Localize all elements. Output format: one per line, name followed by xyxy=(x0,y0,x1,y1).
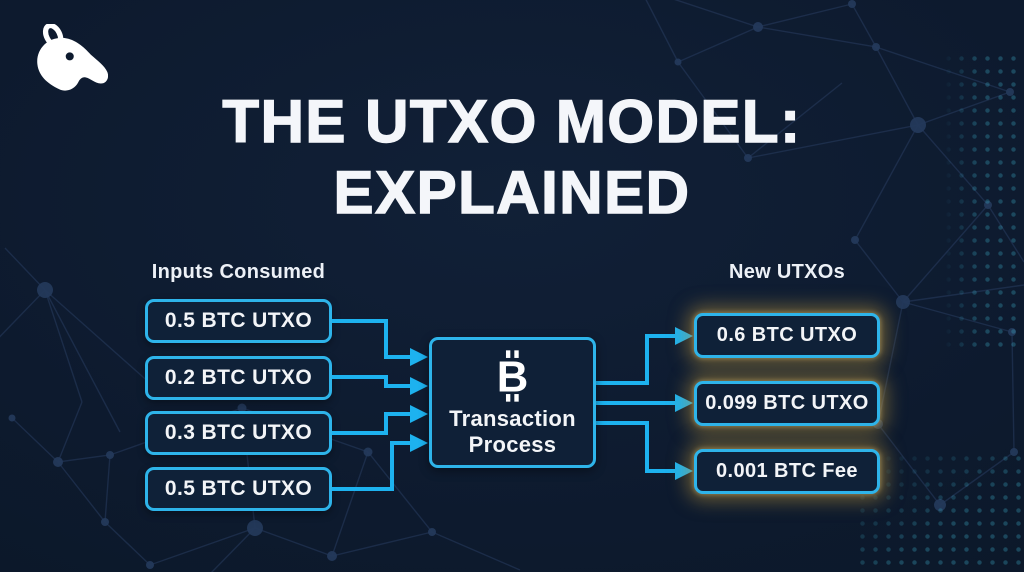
inputs-column-header: Inputs Consumed xyxy=(151,261,326,283)
input-utxo-label: 0.3 BTC UTXO xyxy=(164,421,313,444)
transaction-process-box: B Transaction Process xyxy=(429,337,596,468)
output-utxo-box-2: 0.099 BTC UTXO xyxy=(694,381,880,426)
title-line-2: EXPLAINED xyxy=(333,158,691,226)
process-label: Transaction Process xyxy=(449,406,576,458)
output-utxo-box-1: 0.6 BTC UTXO xyxy=(694,313,880,358)
title-line-1: THE UTXO MODEL: xyxy=(222,87,802,155)
pixel-dot-grid-bottom-right xyxy=(856,452,1024,572)
input-utxo-box-4: 0.5 BTC UTXO xyxy=(145,467,332,511)
bitcoin-icon: B xyxy=(496,350,528,402)
input-utxo-label: 0.5 BTC UTXO xyxy=(164,309,313,332)
output-utxo-label: 0.099 BTC UTXO xyxy=(705,392,869,414)
input-utxo-box-1: 0.5 BTC UTXO xyxy=(145,299,332,343)
network-nodes xyxy=(8,0,1018,569)
bitcoin-letter: B xyxy=(496,353,528,402)
input-utxo-label: 0.2 BTC UTXO xyxy=(164,366,313,389)
output-fee-box: 0.001 BTC Fee xyxy=(694,449,880,494)
input-utxo-box-2: 0.2 BTC UTXO xyxy=(145,356,332,400)
input-utxo-box-3: 0.3 BTC UTXO xyxy=(145,411,332,455)
input-utxo-label: 0.5 BTC UTXO xyxy=(164,477,313,500)
process-label-line-2: Process xyxy=(468,432,557,457)
page-title: THE UTXO MODEL: EXPLAINED xyxy=(0,86,1024,228)
pixel-dot-grid-top-right xyxy=(942,52,1024,347)
output-utxo-label: 0.6 BTC UTXO xyxy=(716,324,858,346)
tapir-logo-icon xyxy=(37,24,108,91)
process-label-line-1: Transaction xyxy=(449,406,576,431)
outputs-column-header: New UTXOs xyxy=(728,261,846,283)
output-fee-label: 0.001 BTC Fee xyxy=(716,460,858,482)
